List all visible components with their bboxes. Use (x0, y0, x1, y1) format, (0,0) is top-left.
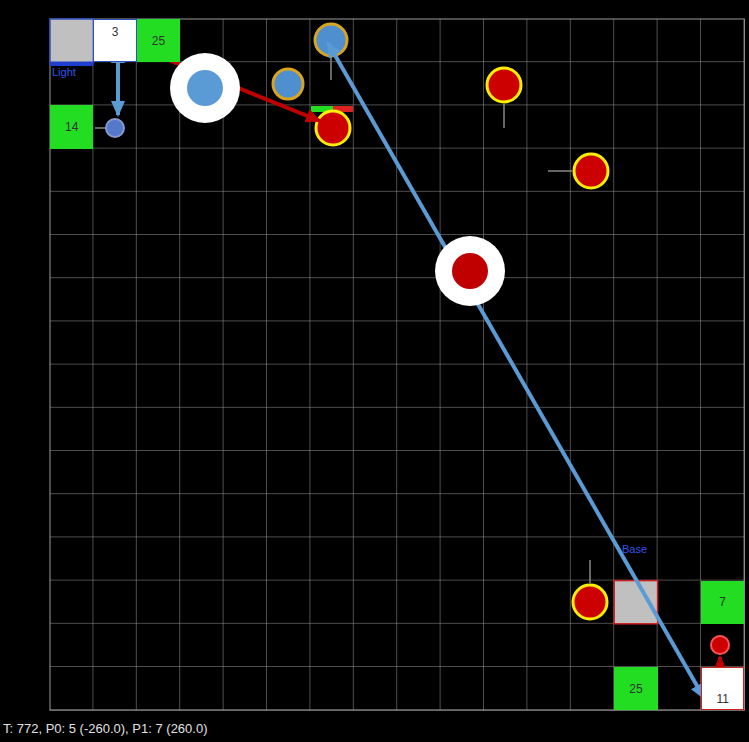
overlay-marker (170, 53, 240, 123)
resource-cell: 3 (93, 19, 136, 62)
status-text: T: 772, P0: 5 (-260.0), P1: 7 (260.0) (3, 721, 208, 737)
resource-cell: 25 (614, 667, 657, 710)
direction-line (503, 104, 505, 128)
resource-cell: 7 (701, 581, 744, 624)
resource-amount: 7 (719, 595, 726, 609)
blue-unit (273, 69, 303, 99)
base-cell (50, 19, 93, 62)
direction-line (589, 560, 591, 583)
resource-cell: 25 (137, 19, 180, 62)
resource-amount: 14 (65, 120, 78, 134)
red-unit (573, 585, 607, 619)
red-worker (711, 636, 729, 654)
resource-amount: 11 (716, 692, 728, 706)
red-unit (316, 111, 350, 145)
resource-amount: 25 (629, 682, 642, 696)
blue-worker (106, 119, 124, 137)
overlay-marker (452, 253, 488, 289)
red-unit (487, 68, 521, 102)
overlay-marker (435, 236, 505, 306)
health-bar (50, 62, 93, 66)
red-unit (574, 154, 608, 188)
direction-line (330, 57, 332, 80)
overlay-marker (187, 70, 223, 106)
resource-amount: 25 (152, 34, 165, 48)
resource-cell: 14 (50, 105, 93, 148)
annotation-arrow (328, 43, 704, 698)
grid (50, 19, 744, 710)
direction-line (548, 170, 572, 172)
unit-label: Base (622, 543, 647, 556)
resource-amount: 3 (112, 25, 119, 39)
unit-label: Light (52, 66, 76, 79)
resource-cell: 11 (701, 667, 744, 710)
direction-line (95, 127, 106, 129)
